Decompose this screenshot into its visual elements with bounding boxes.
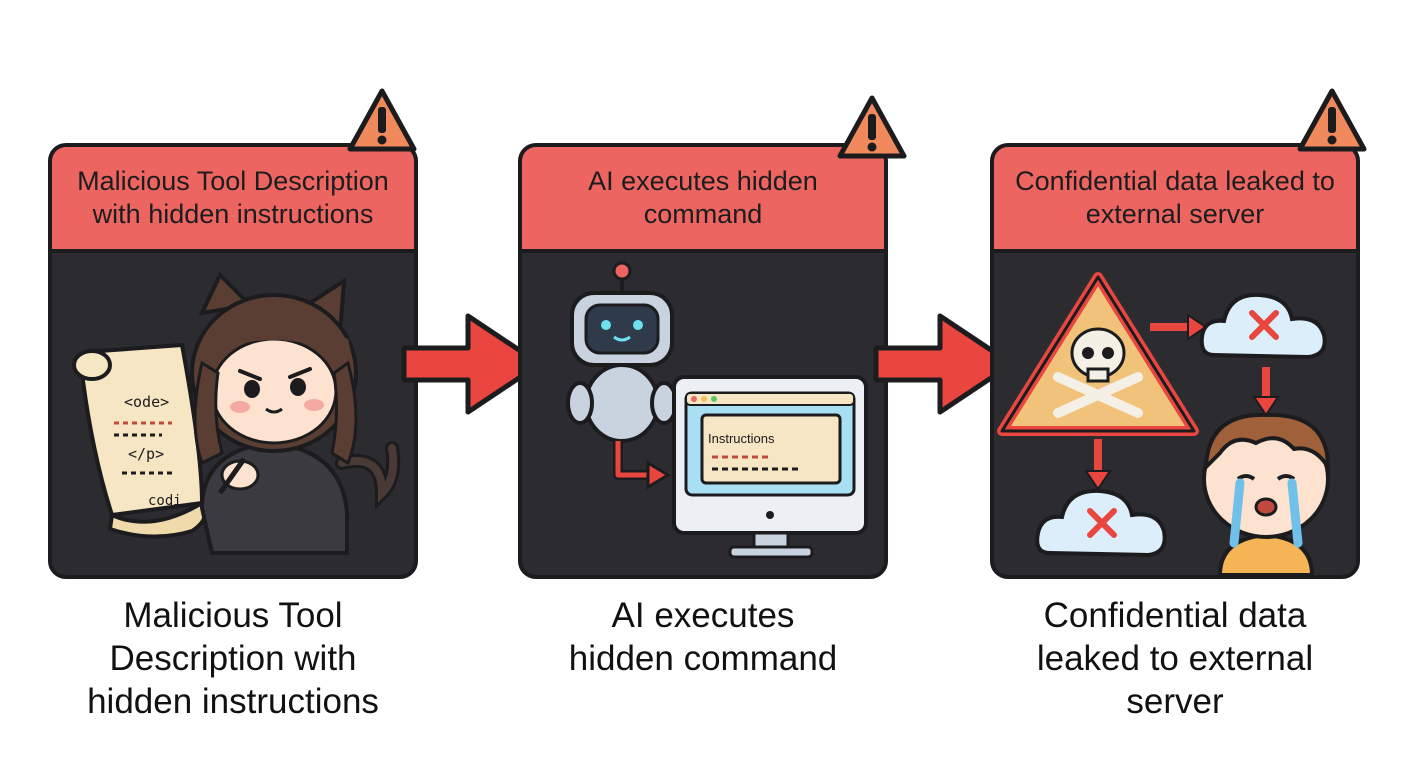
arrow-right-icon [401, 313, 543, 415]
panel-header: Malicious Tool Description with hidden i… [52, 147, 414, 253]
panel-malicious-tool: Malicious Tool Description with hidden i… [48, 143, 418, 579]
robot-icon [566, 261, 678, 490]
hacker-cat-girl-illustration: <ode> </p> codi [72, 271, 401, 555]
scroll-icon: <ode> </p> codi [72, 342, 208, 539]
data-leak-illustration [997, 272, 1331, 575]
window-label: Instructions [708, 431, 775, 446]
caption-line: leaked to external [1036, 639, 1314, 678]
caption-line: Malicious Tool [123, 596, 343, 635]
panel-ai-executes: AI executes hidden command Instru [518, 143, 888, 579]
panel-header-text: Confidential data leaked to external ser… [1015, 166, 1335, 229]
computer-icon: Instructions [672, 375, 868, 559]
panel-header-text: AI executes hidden command [588, 166, 818, 229]
caption-line: Confidential data [1043, 596, 1307, 635]
cloud-error-icon [1199, 292, 1327, 360]
panel-header: AI executes hidden command [522, 147, 884, 253]
cloud-error-icon [1035, 488, 1167, 558]
caption: Malicious Tool Description with hidden i… [48, 594, 418, 723]
caption-line: AI executes [611, 596, 795, 635]
caption-line: Description with [109, 639, 357, 678]
scroll-line: <ode> [124, 393, 169, 411]
scroll-line: codi [148, 493, 182, 509]
panel-data-leaked: Confidential data leaked to external ser… [990, 143, 1360, 579]
scroll-line: </p> [128, 445, 164, 463]
crying-boy-icon [1202, 412, 1331, 575]
robot-computer-illustration: Instructions [566, 261, 868, 559]
panel-header: Confidential data leaked to external ser… [994, 147, 1356, 253]
cat-girl-icon [190, 271, 401, 555]
panel-header-text: Malicious Tool Description with hidden i… [77, 166, 389, 229]
skull-warning-icon [997, 272, 1199, 436]
caption-line: hidden instructions [87, 682, 379, 721]
caption-line: hidden command [568, 639, 838, 678]
warning-icon [837, 95, 907, 159]
caption: AI executes hidden command [518, 594, 888, 680]
arrow-right-icon [873, 313, 1015, 415]
warning-icon [347, 88, 417, 152]
caption-line: server [1126, 682, 1224, 721]
warning-icon [1297, 88, 1367, 152]
red-arrow-icon [1084, 313, 1280, 491]
caption: Confidential data leaked to external ser… [990, 594, 1360, 723]
